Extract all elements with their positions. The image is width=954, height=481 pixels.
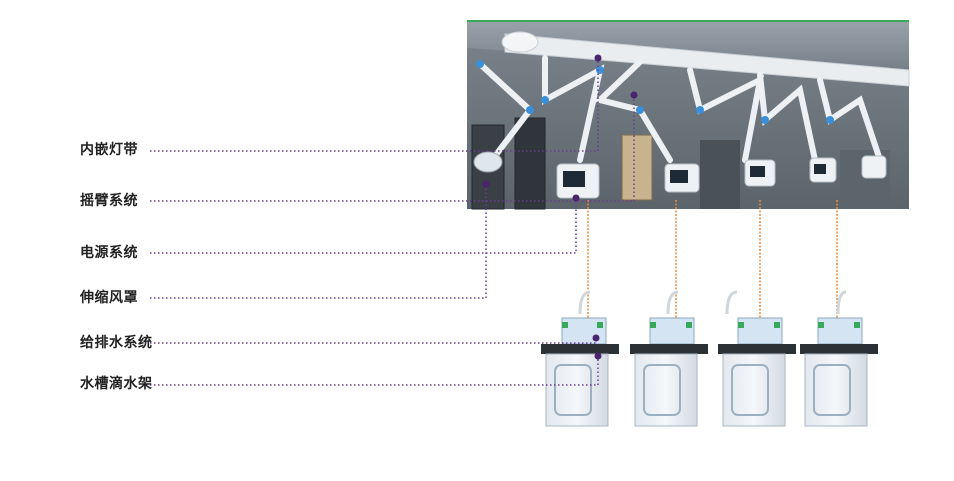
label-sink-rack: 水槽滴水架 (80, 376, 153, 392)
arm-joints (476, 60, 834, 124)
label-power-system: 电源系统 (80, 245, 138, 261)
leader-dots (482, 54, 638, 360)
sink-cabinet-4 (800, 290, 878, 427)
sink-cabinet-2 (630, 290, 708, 427)
label-swing-arm: 摇臂系统 (80, 193, 138, 209)
label-water-system: 给排水系统 (80, 335, 153, 351)
label-led-strip: 内嵌灯带 (80, 142, 138, 158)
sink-cabinet-3 (718, 290, 796, 427)
label-retractable-hood: 伸缩风罩 (80, 290, 138, 306)
hood-left (473, 151, 503, 173)
swing-arms (477, 55, 883, 163)
supply-tubes (587, 200, 838, 330)
power-units (556, 155, 887, 199)
sink-cabinet-1 (541, 290, 619, 427)
